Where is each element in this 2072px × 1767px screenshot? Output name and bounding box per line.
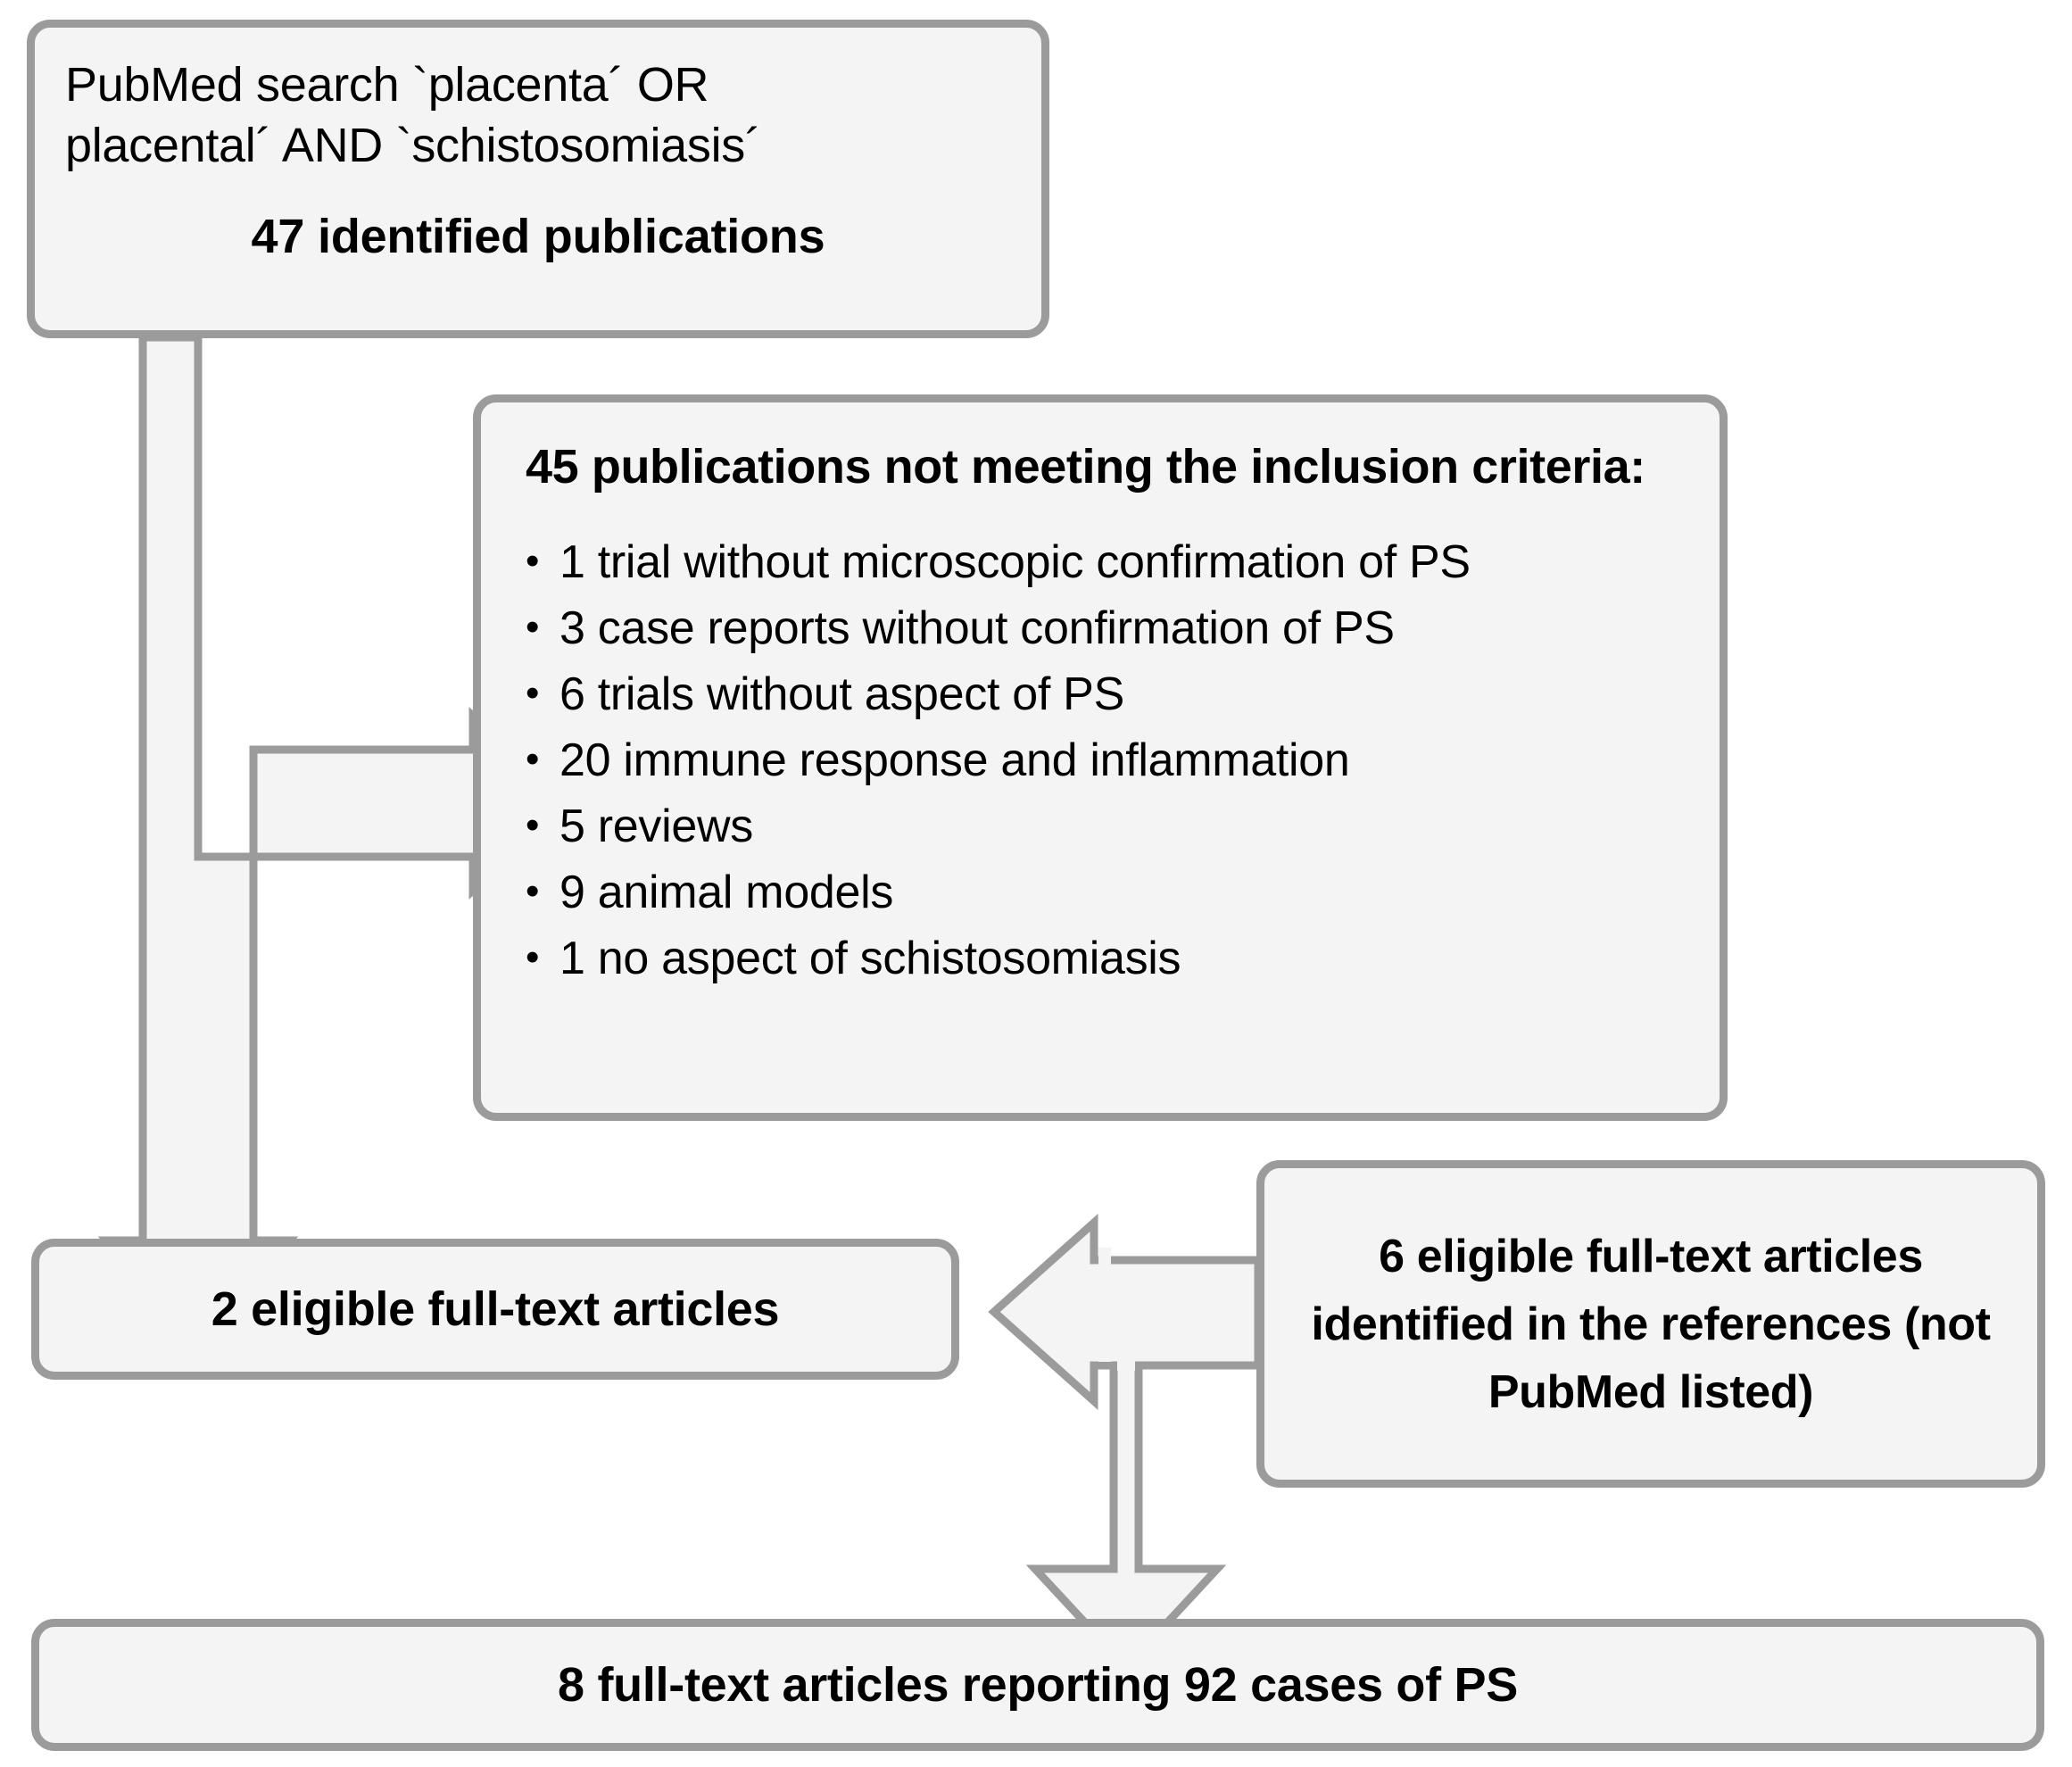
list-item: 3 case reports without confirmation of P… bbox=[526, 594, 1684, 661]
excluded-reasons-list: 1 trial without microscopic confirmation… bbox=[526, 528, 1684, 991]
final-label: 8 full-text articles reporting 92 cases … bbox=[558, 1658, 1518, 1712]
box-eligible-articles-pubmed: 2 eligible full-text articles bbox=[31, 1239, 959, 1380]
excluded-heading: 45 publications not meeting the inclusio… bbox=[526, 440, 1645, 494]
list-item: 5 reviews bbox=[526, 792, 1684, 859]
box-eligible-articles-references: 6 eligible full-text articles identified… bbox=[1256, 1160, 2045, 1488]
list-item: 6 trials without aspect of PS bbox=[526, 660, 1684, 727]
junction-merge-cover bbox=[1098, 1248, 1111, 1362]
junction-merge-cover-2 bbox=[1117, 1356, 1135, 1371]
list-item: 1 trial without microscopic confirmation… bbox=[526, 528, 1684, 595]
box-excluded-publications: 45 publications not meeting the inclusio… bbox=[473, 394, 1728, 1121]
box-final-included-articles: 8 full-text articles reporting 92 cases … bbox=[31, 1619, 2044, 1751]
identified-publications-count: 47 identified publications bbox=[251, 210, 825, 263]
eligible2-label: 2 eligible full-text articles bbox=[211, 1282, 780, 1336]
list-item: 1 no aspect of schistosomiasis bbox=[526, 925, 1684, 991]
search-query-line-1: PubMed search `placenta´ OR bbox=[65, 58, 709, 112]
search-query-line-2: placental´ AND `schistosomiasis´ bbox=[65, 119, 761, 172]
box-pubmed-search: PubMed search `placenta´ OR placental´ A… bbox=[27, 20, 1049, 338]
list-item: 9 animal models bbox=[526, 859, 1684, 925]
list-item: 20 immune response and inflammation bbox=[526, 726, 1684, 793]
eligible6-to-final-arrow bbox=[988, 1213, 1263, 1673]
eligible6-label: 6 eligible full-text articles identified… bbox=[1311, 1230, 1991, 1418]
